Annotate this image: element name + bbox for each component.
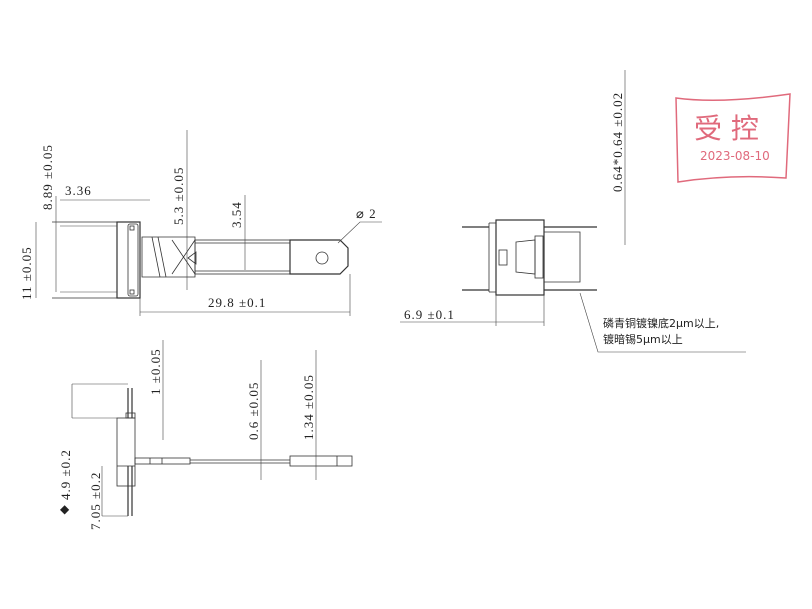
stamp-date: 2023-08-10 bbox=[700, 149, 770, 163]
dim-length: 29.8 ±0.1 bbox=[208, 295, 266, 310]
controlled-stamp: 受 控 2023-08-10 bbox=[675, 93, 791, 183]
front-view bbox=[35, 130, 382, 316]
bottom-view bbox=[71, 340, 353, 517]
dim-pin-width: 5.3 ±0.05 bbox=[171, 167, 186, 225]
dim-upper-height: 4.9 ±0.2 bbox=[58, 449, 73, 500]
hole bbox=[315, 251, 329, 265]
dim-blade-width: 3.54 bbox=[229, 201, 244, 228]
diamond-marker-icon: ◆ bbox=[60, 502, 70, 516]
dim-height-total: 11 ±0.05 bbox=[19, 246, 34, 300]
dim-body-depth: 6.9 ±0.1 bbox=[404, 307, 455, 322]
dim-pin-step: 1 ±0.05 bbox=[148, 348, 163, 395]
dim-hole-dia: ⌀ 2 bbox=[356, 206, 377, 221]
dim-lower-height: 7.05 ±0.2 bbox=[88, 472, 103, 530]
dim-pin-thickness: 0.64*0.64 ±0.02 bbox=[610, 92, 625, 192]
connector-body bbox=[116, 221, 141, 299]
material-note-line2: 镀暗锡5μm以上 bbox=[603, 332, 683, 346]
dim-height-inner: 8.89 ±0.05 bbox=[40, 144, 55, 210]
dim-body-width: 3.36 bbox=[65, 183, 92, 198]
side-body bbox=[495, 219, 545, 296]
side-view bbox=[400, 70, 746, 353]
material-note-line1: 磷青铜镀镍底2μm以上, bbox=[603, 316, 719, 330]
stamp-title: 受 控 bbox=[694, 112, 759, 145]
dim-blade-thickness: 0.6 ±0.05 bbox=[246, 382, 261, 440]
dim-tab-thickness: 1.34 ±0.05 bbox=[301, 374, 316, 440]
